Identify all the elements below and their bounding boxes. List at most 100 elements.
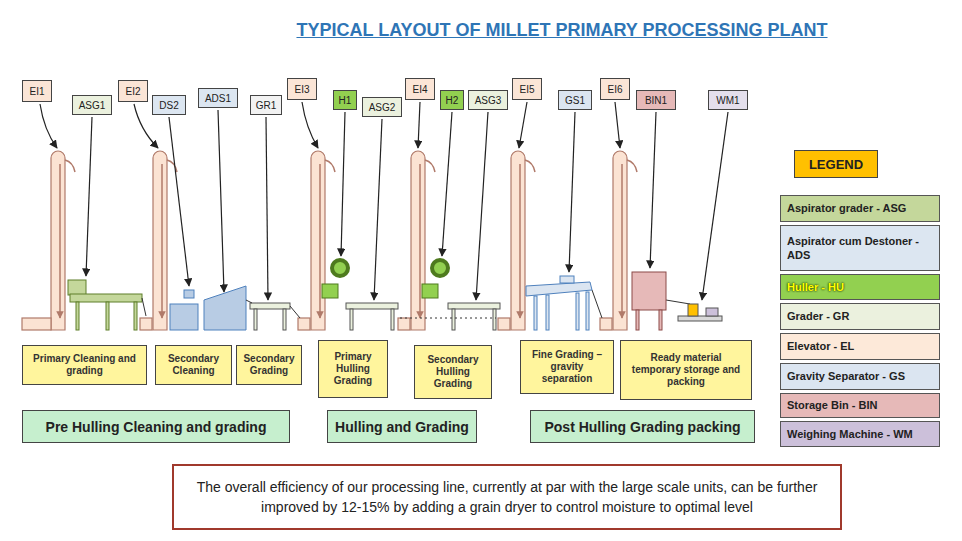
grader-symbol [283, 309, 286, 330]
huller-symbol [322, 260, 448, 298]
grader-symbol [250, 303, 290, 309]
text-group: Secondary Grading [241, 353, 297, 377]
gravity-separator-symbol [560, 276, 574, 283]
section-band: Post Hulling Grading packing [530, 410, 755, 443]
node-text: Hulling and Grading [335, 419, 469, 435]
text-group: BIN1 [645, 95, 667, 106]
leader-line [442, 112, 452, 256]
node-text: GS1 [565, 95, 585, 106]
callout-box: EI2 [118, 80, 148, 102]
node-text: Fine Grading – gravity separation [525, 349, 609, 385]
legend-text: Huller - HU [787, 280, 844, 294]
elevator-symbol [153, 151, 167, 330]
text-group: The overall efficiency of our processing… [188, 477, 826, 518]
node-text: ASG3 [475, 95, 502, 106]
legend-text: Storage Bin - BIN [787, 398, 877, 412]
legend-text: Gravity Separator - GS [787, 369, 905, 383]
leader-line [169, 117, 189, 286]
elevator-flow-arrow [59, 164, 61, 318]
text-group: EI5 [519, 84, 534, 95]
text-group: EI6 [607, 84, 622, 95]
text-group: EI2 [125, 86, 140, 97]
destoner-symbol [170, 286, 246, 330]
elevator-flow-arrow [425, 160, 435, 172]
elevator-flow-arrow [519, 164, 521, 318]
leader-line [218, 110, 224, 292]
stage-box: Secondary Hulling Grading [414, 345, 492, 399]
callout-box: ASG1 [72, 95, 112, 115]
callout-box: H1 [333, 90, 357, 110]
flow-line [142, 298, 146, 316]
callout-box: BIN1 [636, 90, 676, 110]
grader-symbol [391, 309, 394, 330]
callout-box: ASG3 [468, 90, 508, 110]
elevator-flow-arrow [319, 164, 321, 318]
storage-bin-symbol [632, 272, 666, 310]
leader-line [266, 117, 268, 300]
callout-box: EI3 [287, 78, 317, 100]
legend-swatch: Huller - HU [780, 274, 940, 300]
text-group: ASG1 [79, 100, 106, 111]
leader-line [341, 112, 345, 256]
elevator-symbol [51, 151, 65, 330]
huller-symbol [422, 284, 438, 298]
callout-box: DS2 [152, 95, 186, 115]
legend-swatch: Aspirator cum Destoner - ADS [780, 225, 940, 271]
callout-box: ADS1 [198, 88, 238, 108]
elevator-symbol [140, 318, 152, 330]
flow-line [592, 290, 602, 318]
grader-symbol [254, 309, 257, 330]
legend-text: Aspirator cum Destoner - ADS [787, 234, 933, 263]
node-text: EI2 [125, 86, 140, 97]
node-text: EI5 [519, 84, 534, 95]
node-text: H1 [339, 95, 352, 106]
gravity-separator-symbol [526, 276, 592, 330]
leader-line [302, 102, 318, 148]
callout-box: EI6 [600, 78, 630, 100]
elevator-flow-arrow [65, 160, 75, 172]
elevator-symbol [511, 151, 525, 330]
stage-box: Primary Cleaning and grading [22, 345, 147, 385]
text-group: Hulling and Grading [335, 419, 469, 435]
text-group: Primary Cleaning and grading [27, 353, 142, 377]
elevator-symbol [613, 151, 627, 330]
leader-line [702, 112, 728, 300]
elevator-symbol [22, 151, 627, 330]
callout-box: ASG2 [362, 97, 402, 117]
node-text: DS2 [159, 100, 178, 111]
leader-line [519, 102, 527, 148]
aspirator-grader-symbol [134, 302, 137, 330]
node-text: EI1 [29, 86, 44, 97]
node-text: BIN1 [645, 95, 667, 106]
text-group: H2 [446, 95, 459, 106]
stage-box: Fine Grading – gravity separation [520, 340, 614, 394]
node-text: Secondary Hulling Grading [419, 354, 487, 390]
leader-line [40, 102, 728, 300]
section-band: Hulling and Grading [327, 410, 477, 443]
leader-line [615, 102, 620, 148]
weighing-machine-symbol [688, 304, 698, 316]
legend-heading: LEGEND [794, 150, 878, 178]
gravity-separator-symbol [586, 292, 589, 330]
text-group: EI4 [412, 84, 427, 95]
gravity-separator-symbol [526, 282, 592, 296]
text-group: Ready material temporary storage and pac… [625, 352, 747, 388]
elevator-flow-arrow [325, 160, 335, 172]
node-text: WM1 [716, 95, 739, 106]
stage-box: Secondary Grading [236, 345, 302, 385]
weighing-machine-symbol [678, 316, 722, 321]
gravity-separator-symbol [576, 293, 579, 330]
node-text: LEGEND [809, 157, 863, 172]
elevator-symbol [298, 318, 310, 330]
huller-symbol [322, 284, 338, 298]
text-group: LEGEND [809, 157, 863, 172]
leader-line [418, 102, 420, 148]
aspirator-grader-symbol [70, 294, 142, 302]
destoner-symbol [184, 290, 194, 298]
text-group: WM1 [716, 95, 739, 106]
text-group: GS1 [565, 95, 585, 106]
leader-line [40, 104, 57, 148]
node-text: Ready material temporary storage and pac… [625, 352, 747, 388]
huller-symbol [332, 260, 348, 276]
